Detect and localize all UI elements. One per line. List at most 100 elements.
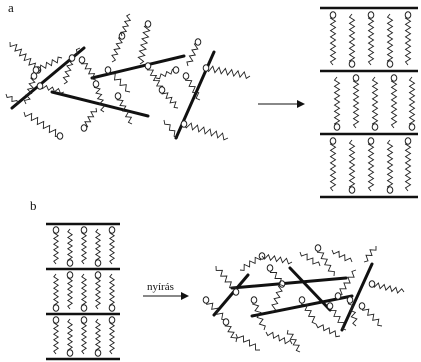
alkyl-chain bbox=[163, 119, 179, 139]
alkyl-chain bbox=[404, 140, 412, 192]
alkyl-chain bbox=[94, 274, 102, 310]
alkyl-chain bbox=[367, 140, 375, 192]
alkyl-chain bbox=[348, 13, 356, 65]
alkyl-chain bbox=[329, 140, 337, 192]
shear-label: nyírás bbox=[147, 281, 174, 293]
panel-a-disordered bbox=[5, 13, 251, 141]
alkyl-chain bbox=[261, 253, 293, 265]
head-group bbox=[66, 271, 74, 279]
alkyl-chain bbox=[347, 299, 358, 327]
panel-b-lamellar-stack bbox=[46, 222, 120, 361]
alkyl-chain bbox=[111, 35, 123, 63]
head-group bbox=[386, 60, 394, 68]
alkyl-chain bbox=[348, 139, 356, 191]
alkyl-chain bbox=[35, 56, 63, 72]
head-group bbox=[92, 80, 100, 88]
head-group bbox=[348, 60, 356, 68]
alkyl-chain bbox=[352, 77, 360, 129]
alkyl-chain bbox=[317, 247, 335, 277]
head-group bbox=[232, 288, 240, 296]
alkyl-chain bbox=[5, 93, 19, 105]
head-group bbox=[202, 296, 210, 304]
head-group bbox=[358, 302, 366, 310]
alkyl-chain bbox=[183, 122, 229, 141]
head-group bbox=[404, 137, 412, 145]
head-group bbox=[386, 186, 394, 194]
alkyl-chain bbox=[331, 249, 353, 263]
alkyl-chain bbox=[404, 14, 412, 66]
alkyl-chain bbox=[301, 299, 317, 325]
alkyl-chain bbox=[23, 75, 36, 105]
alkyl-chain bbox=[108, 319, 116, 355]
head-group bbox=[56, 132, 64, 140]
head-group bbox=[144, 62, 152, 70]
alkyl-chain bbox=[363, 246, 377, 263]
head-group bbox=[94, 349, 102, 357]
head-group bbox=[334, 292, 342, 300]
head-group bbox=[108, 226, 116, 234]
alkyl-chain bbox=[408, 76, 416, 128]
alkyl-chain bbox=[371, 282, 405, 294]
alkyl-chain bbox=[94, 228, 102, 264]
arrow-b: nyírás bbox=[143, 281, 189, 300]
head-group bbox=[367, 137, 375, 145]
head-group bbox=[352, 74, 360, 82]
head-group bbox=[367, 11, 375, 19]
alkyl-chain bbox=[329, 14, 337, 66]
head-group bbox=[326, 302, 334, 310]
alkyl-chain bbox=[52, 273, 60, 309]
head-group bbox=[408, 123, 416, 131]
head-group bbox=[194, 38, 202, 46]
head-group bbox=[78, 56, 86, 64]
head-group bbox=[94, 259, 102, 267]
head-group bbox=[108, 304, 116, 312]
head-group bbox=[80, 124, 88, 132]
alkyl-chain bbox=[333, 76, 341, 128]
alkyl-chain bbox=[315, 323, 341, 338]
alkyl-chain bbox=[367, 14, 375, 66]
rod bbox=[340, 262, 374, 332]
alkyl-chain bbox=[205, 65, 251, 80]
alkyl-chain bbox=[66, 274, 74, 310]
head-group bbox=[80, 226, 88, 234]
alkyl-chain bbox=[186, 41, 199, 67]
alkyl-chain bbox=[215, 265, 237, 293]
alkyl-chain bbox=[299, 251, 321, 267]
alkyl-chain bbox=[116, 95, 133, 125]
head-group bbox=[180, 120, 188, 128]
alkyl-chain bbox=[155, 68, 177, 80]
head-group bbox=[144, 20, 152, 28]
head-group bbox=[298, 296, 306, 304]
head-group bbox=[371, 123, 379, 131]
alkyl-chain bbox=[269, 267, 285, 287]
rod bbox=[250, 294, 354, 318]
alkyl-chain bbox=[39, 84, 65, 94]
alkyl-chain bbox=[371, 76, 379, 128]
head-group bbox=[368, 280, 376, 288]
head-group bbox=[314, 244, 322, 252]
alkyl-chain bbox=[62, 57, 74, 85]
head-group bbox=[80, 304, 88, 312]
alkyl-chain bbox=[235, 333, 261, 351]
alkyl-chain bbox=[80, 229, 88, 265]
alkyl-chain bbox=[337, 269, 357, 297]
alkyl-chain bbox=[108, 273, 116, 309]
head-group bbox=[32, 66, 40, 74]
head-group bbox=[348, 186, 356, 194]
rod bbox=[90, 54, 186, 80]
alkyl-chain bbox=[185, 75, 201, 101]
alkyl-chain bbox=[239, 255, 263, 271]
alkyl-chain bbox=[361, 305, 383, 327]
rod bbox=[288, 266, 332, 312]
alkyl-chain bbox=[286, 329, 301, 353]
panel-a-lamellar-stack bbox=[320, 6, 418, 199]
head-group bbox=[329, 11, 337, 19]
head-group bbox=[333, 123, 341, 131]
head-group bbox=[390, 74, 398, 82]
head-group bbox=[52, 304, 60, 312]
alkyl-chain bbox=[80, 273, 88, 309]
alkyl-chain bbox=[66, 228, 74, 264]
head-group bbox=[80, 316, 88, 324]
alkyl-chain bbox=[52, 229, 60, 265]
arrow-a bbox=[258, 100, 305, 108]
